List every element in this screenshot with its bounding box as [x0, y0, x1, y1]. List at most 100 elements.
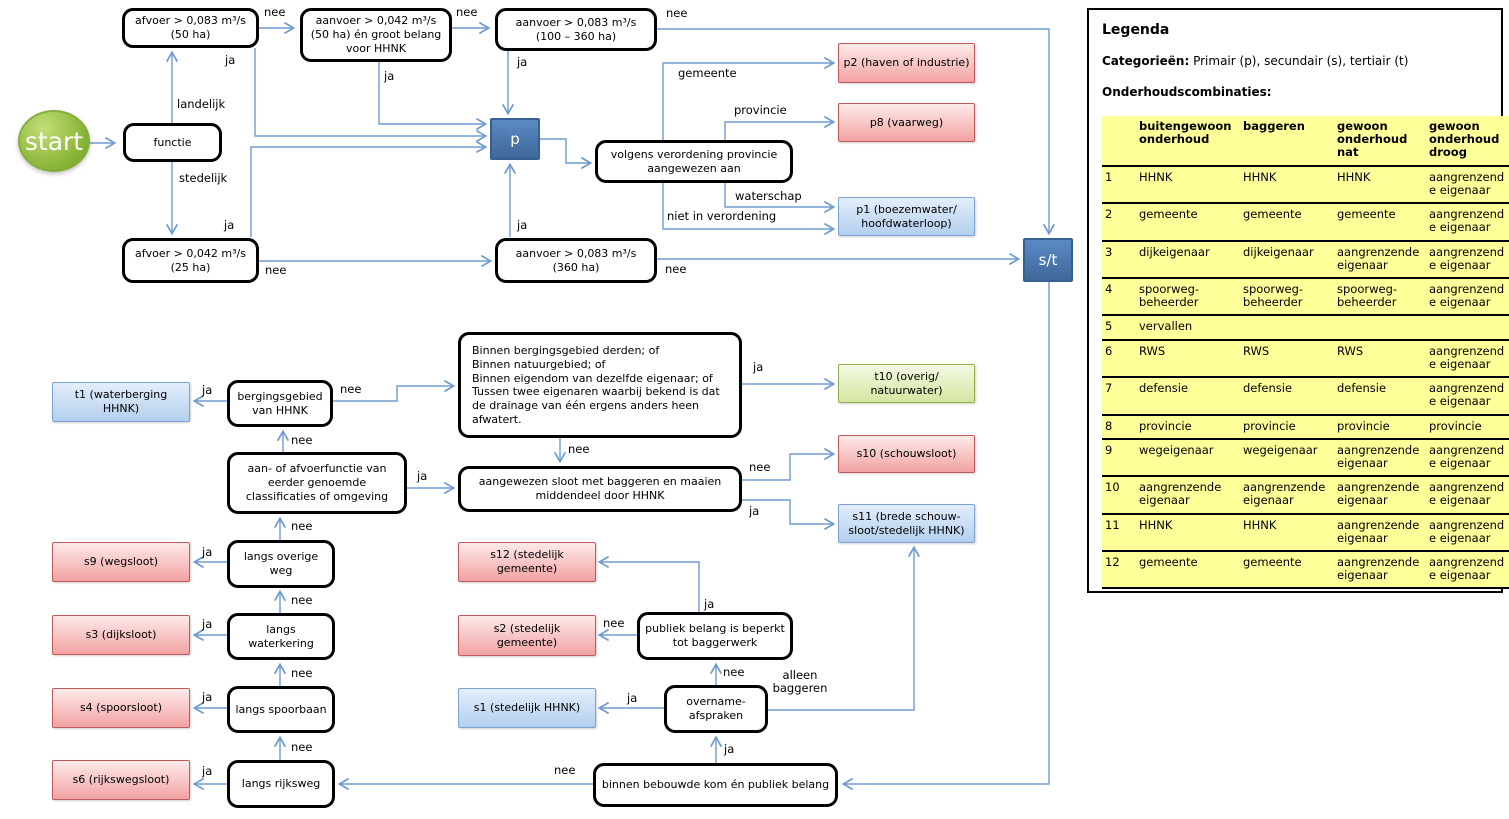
- edge-label-stedelijk: stedelijk: [179, 171, 228, 185]
- criteria-line: Binnen bergingsgebied derden; of: [472, 344, 660, 357]
- edge-label-nee: nee: [749, 460, 771, 474]
- decision-aangewezen-sloot: aangewezen sloot met baggeren en maaien …: [458, 466, 742, 512]
- edge-line: [333, 379, 456, 402]
- edge-label-nee: nee: [603, 616, 625, 630]
- edge-line: [657, 28, 1056, 236]
- edge-label-ja: ja: [202, 383, 213, 397]
- legend-cell: defensie: [1240, 376, 1334, 415]
- legend-cell: defensie: [1136, 376, 1240, 415]
- legend-cell: aangrenzende eigenaar: [1240, 475, 1334, 514]
- result-s10: s10 (schouwsloot): [838, 435, 975, 473]
- legend-cell: provincie: [1334, 413, 1426, 439]
- legend-cell: vervallen: [1136, 314, 1240, 340]
- result-s4: s4 (spoorsloot): [52, 688, 190, 728]
- edge-label-ja: ja: [517, 218, 528, 232]
- edge-label-ja: ja: [417, 469, 428, 483]
- edge-label-niet-in-verordening: niet in verordening: [667, 209, 777, 223]
- legend-row-number: 9: [1102, 437, 1136, 477]
- result-p2: p2 (haven of industrie): [838, 43, 975, 83]
- edge-label-nee: nee: [291, 666, 313, 680]
- result-s1: s1 (stedelijk HHNK): [458, 688, 596, 728]
- legend-cell: RWS: [1136, 338, 1240, 378]
- edge-label-nee: nee: [568, 442, 590, 456]
- decision-aanvoer-50ha-belang: aanvoer > 0,042 m³/s (50 ha) én groot be…: [300, 8, 452, 62]
- legend-row-number: 8: [1102, 413, 1136, 439]
- decision-overname-afspraken: overname- afspraken: [664, 685, 768, 733]
- legend-cell: RWS: [1240, 338, 1334, 378]
- legend-cell: provincie: [1240, 413, 1334, 439]
- edge-label-nee: nee: [291, 433, 313, 447]
- legend-categories-text: Primair (p), secundair (s), tertiair (t): [1193, 54, 1409, 68]
- legend-row-number: 12: [1102, 550, 1136, 589]
- edge-label-nee: nee: [554, 763, 576, 777]
- legend-cell: aangrenzende eigenaar: [1426, 512, 1509, 552]
- edge-line: [540, 138, 593, 170]
- edge-label-waterschap: waterschap: [735, 189, 802, 203]
- result-p8: p8 (vaarweg): [838, 103, 975, 142]
- legend-panel: Legenda Categorieën: Primair (p), secund…: [1087, 8, 1509, 593]
- legend-cell: aangrenzende eigenaar: [1334, 239, 1426, 278]
- legend-categories-label: Categorieën:: [1102, 54, 1190, 68]
- criteria-line: Binnen eigendom van dezelfde eigenaar; o…: [472, 371, 713, 385]
- legend-cell: [1334, 314, 1426, 340]
- decision-aanvoer-360ha: aanvoer > 0,083 m³/s (360 ha): [495, 238, 657, 283]
- decision-publiek-belang: publiek belang is beperkt tot baggerwerk: [637, 612, 793, 660]
- legend-categories: Categorieën: Primair (p), secundair (s),…: [1102, 54, 1492, 68]
- edge-label-ja: ja: [202, 764, 213, 778]
- decision-langs-overige-weg: langs overige weg: [227, 540, 335, 588]
- legend-cell: aangrenzende eigenaar: [1426, 376, 1509, 415]
- legend-subtitle: Onderhoudscombinaties:: [1102, 85, 1272, 99]
- legend-row-number: 11: [1102, 512, 1136, 552]
- edge-line: [662, 183, 836, 236]
- decision-volgens-verordening: volgens verordening provincie aangewezen…: [595, 140, 793, 183]
- legend-cell: gemeente: [1240, 202, 1334, 241]
- criteria-line: Tussen twee eigenaren waarbij bekend is …: [472, 385, 720, 426]
- criteria-line: Binnen natuurgebied; of: [472, 357, 606, 371]
- legend-cell: RWS: [1334, 338, 1426, 378]
- edge-label-nee: nee: [665, 262, 687, 276]
- legend-cell: HHNK: [1334, 164, 1426, 204]
- legend-cell: defensie: [1334, 376, 1426, 415]
- result-s6: s6 (rijkswegsloot): [52, 760, 190, 800]
- legend-col-header: gewoon onderhoud nat: [1337, 119, 1408, 160]
- result-s9: s9 (wegsloot): [52, 542, 190, 582]
- edge-line: [742, 499, 836, 531]
- legend-cell: HHNK: [1240, 164, 1334, 204]
- decision-bergingsgebied: bergingsgebied van HHNK: [227, 380, 333, 427]
- legend-cell: gemeente: [1136, 550, 1240, 589]
- decision-langs-waterkering: langs waterkering: [227, 613, 335, 660]
- edge-label-nee: nee: [265, 263, 287, 277]
- edge-label-ja: ja: [224, 218, 235, 232]
- edge-line: [768, 545, 921, 711]
- edge-label-nee: nee: [291, 593, 313, 607]
- legend-cell: aangrenzende eigenaar: [1426, 239, 1509, 278]
- edge-line: [378, 62, 488, 131]
- decision-functie: functie: [123, 123, 222, 162]
- legend-title: Legenda: [1102, 22, 1170, 38]
- edge-label-gemeente: gemeente: [678, 66, 737, 80]
- edge-label-nee: nee: [340, 382, 362, 396]
- result-s12: s12 (stedelijk gemeente): [458, 542, 596, 582]
- edge-label-nee: nee: [456, 5, 478, 19]
- edge-line: [254, 48, 488, 143]
- edge-label-provincie: provincie: [734, 103, 787, 117]
- edge-label-nee: nee: [291, 519, 313, 533]
- result-t10: t10 (overig/ natuurwater): [838, 364, 975, 403]
- legend-cell: dijkeigenaar: [1240, 239, 1334, 278]
- legend-row-number: 6: [1102, 338, 1136, 378]
- legend-col-header: baggeren: [1243, 119, 1305, 133]
- legend-cell: aangrenzende eigenaar: [1334, 437, 1426, 477]
- decision-afvoer-25ha: afvoer > 0,042 m³/s (25 ha): [122, 238, 259, 283]
- legend-cell: aangrenzende eigenaar: [1426, 475, 1509, 514]
- result-t1: t1 (waterberging HHNK): [52, 382, 190, 422]
